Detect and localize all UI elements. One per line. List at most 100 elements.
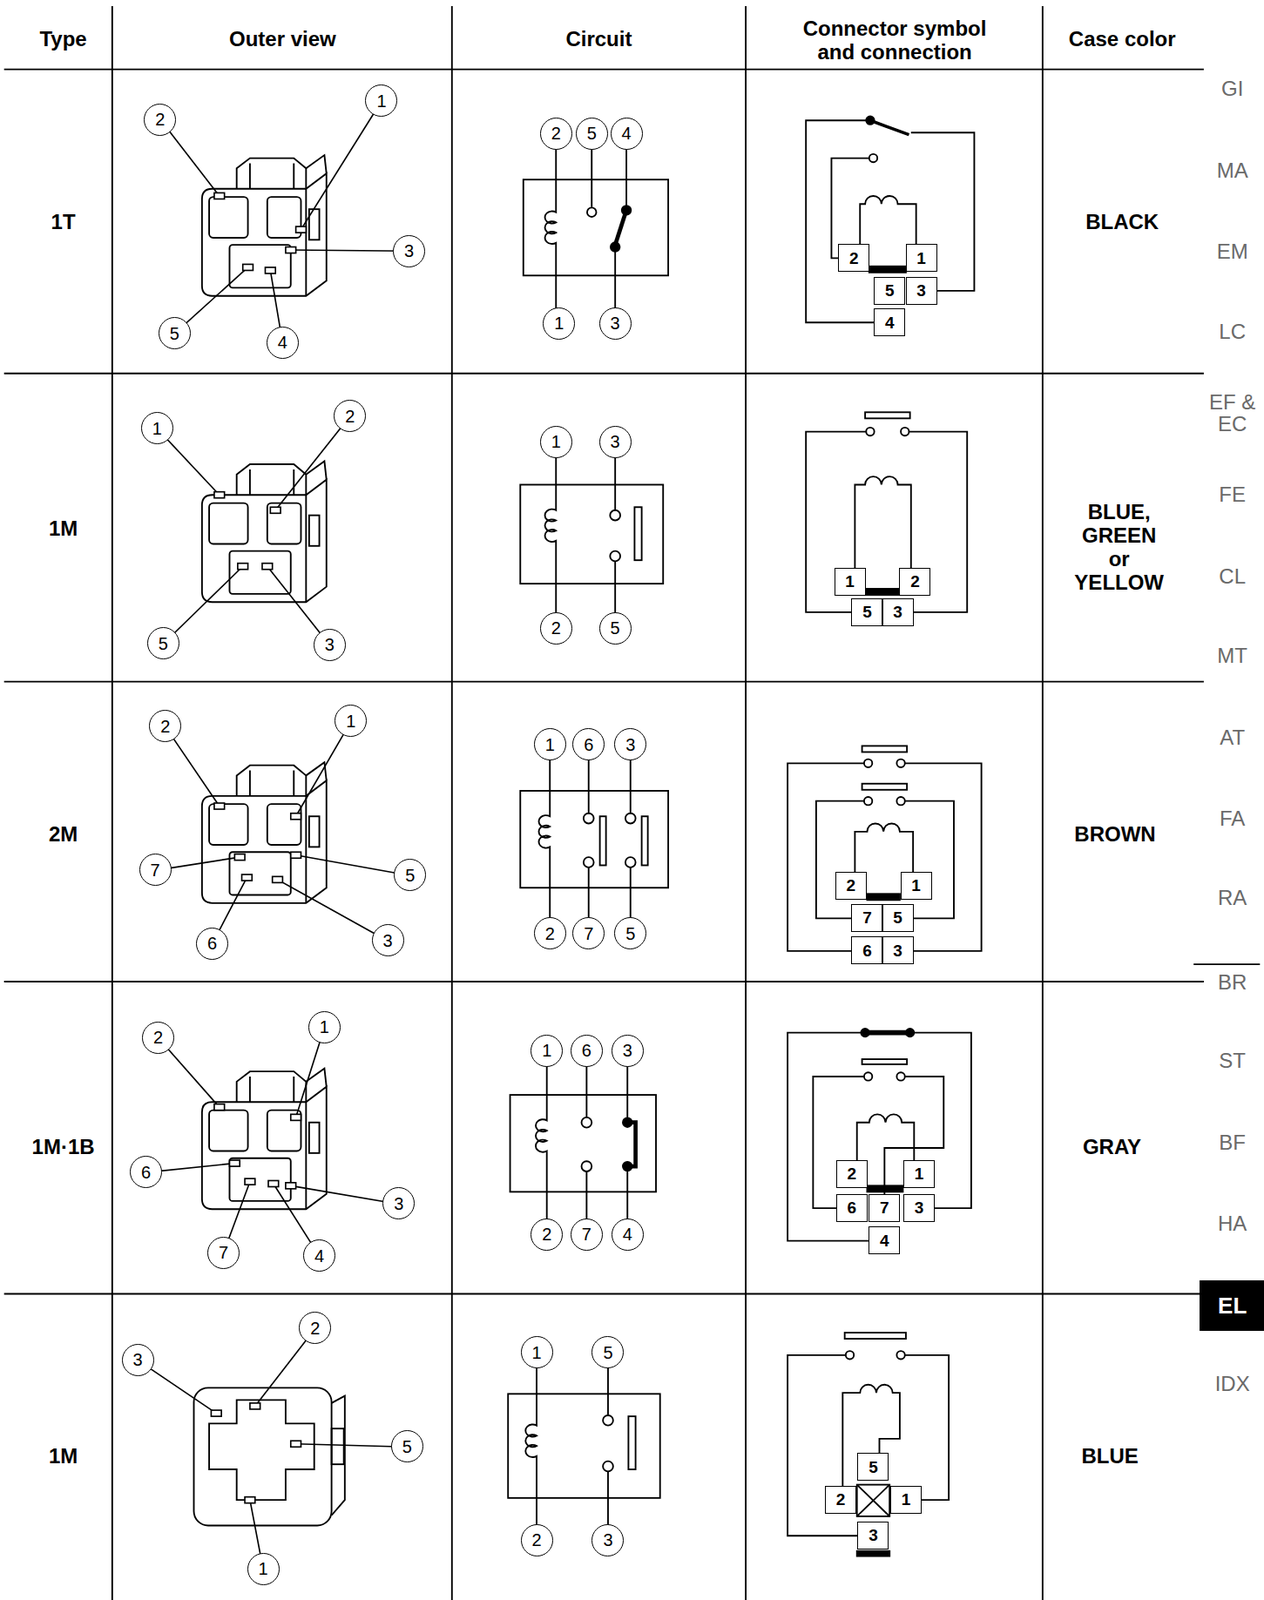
connector-wiring [866,1185,903,1192]
relay-housing [202,155,327,297]
connector-wiring [869,154,878,163]
pin-number: 4 [622,1225,633,1244]
connector-wiring [787,116,982,1557]
connector-wiring [862,745,908,752]
circuit-symbol [609,551,621,562]
pin-number: 4 [879,1232,890,1250]
connector-wiring [842,1385,900,1501]
relay-housing [209,1399,315,1501]
relay-housing [202,461,327,603]
section-tab: CL [1218,565,1246,588]
table-rule [4,980,1204,983]
pin-number: 5 [892,909,903,927]
connector-pin: 1 [900,871,933,900]
connector-wiring [896,759,905,768]
pin-number: 5 [405,866,415,885]
relay-pin [250,1403,261,1410]
pin-number: 2 [836,1491,846,1508]
relay-pin [214,803,225,810]
pin-number: 2 [551,124,562,142]
section-tab: EL [1199,1280,1264,1332]
circuit-symbol [538,744,550,934]
circuit-symbol [525,1352,537,1542]
connector-pin: 3 [882,598,914,627]
pin-number: 2 [910,573,920,590]
pin-number: 2 [160,717,170,736]
connector-wiring [865,427,874,436]
connector-pin: 1 [834,567,866,596]
table-rule [744,6,747,1600]
circuit-symbol [627,1122,636,1167]
connector-pin: 2 [836,1160,868,1189]
pin-number: EL [1217,1294,1247,1318]
section-tab: IDX [1215,1373,1251,1396]
connector-wiring [862,784,908,791]
pin-number: 6 [141,1163,151,1182]
leader-line [137,1328,407,1569]
connector-wiring [854,476,911,582]
pin-number: 7 [583,925,594,943]
pin-number: 1 [319,1018,330,1036]
connector-wiring [900,427,909,436]
pin-number: 4 [621,124,631,142]
terminal-number: 5 [599,612,632,645]
pin-number: 3 [393,1195,404,1213]
circuit-symbol [622,1117,633,1128]
pin-number: 3 [892,942,903,960]
callout-number: 2 [148,709,182,743]
terminal-number: 1 [542,307,575,340]
pin-number: 3 [610,314,621,332]
section-tab: HA [1217,1213,1247,1236]
pin-number: 2 [310,1319,320,1338]
pin-number: 5 [158,635,169,653]
circuit-symbol [545,133,557,324]
relay-housing [194,1387,332,1526]
column-header: Outer view [229,27,337,51]
pin-number: 3 [868,1527,879,1544]
table-rule [4,681,1204,683]
pin-number: 6 [581,1041,592,1060]
pin-number: 4 [314,1247,325,1265]
connector-wiring [866,893,899,900]
relay-pin [234,854,245,861]
column-header: Connector symbol and connection [797,17,994,65]
section-tab: RA [1217,886,1247,909]
terminal-number: 2 [540,117,573,150]
connector-wiring [896,1072,905,1081]
terminal-number: 7 [572,917,605,950]
circuit-symbol [520,790,669,888]
pin-number: 7 [581,1225,592,1244]
relay-type: 2M [48,823,78,847]
section-tab: EF & EC [1208,391,1258,435]
callout-number: 1 [141,412,174,445]
pin-number: 1 [916,250,927,267]
connector-wiring [857,1551,890,1557]
connector-pin: 5 [873,277,906,305]
callout-number: 1 [365,84,398,117]
circuit-symbol [581,1161,593,1172]
pin-number: 4 [885,314,895,332]
connector-wiring [898,432,968,613]
connector-wiring [816,801,868,920]
callout-number: 1 [334,704,367,737]
table-rule [1193,963,1260,966]
terminal-number: 1 [540,425,573,459]
pin-number: 3 [916,282,927,299]
connector-wiring [865,1030,911,1036]
connector-wiring [896,1351,905,1359]
callout-number: 5 [147,627,180,660]
callout-number: 6 [196,927,229,960]
pin-number: 6 [583,736,594,754]
relay-type: 1M [48,516,78,541]
pin-number: 6 [862,942,872,960]
pin-number: 3 [133,1351,143,1369]
callout-number: 7 [207,1236,240,1270]
circuit-symbol [545,441,557,629]
pin-number: 5 [610,619,621,637]
callout-number: 1 [247,1553,280,1586]
table-rule [111,6,114,1600]
section-tab: GI [1221,77,1244,100]
callout-number: 6 [129,1155,163,1189]
relay-pin [214,1104,225,1111]
